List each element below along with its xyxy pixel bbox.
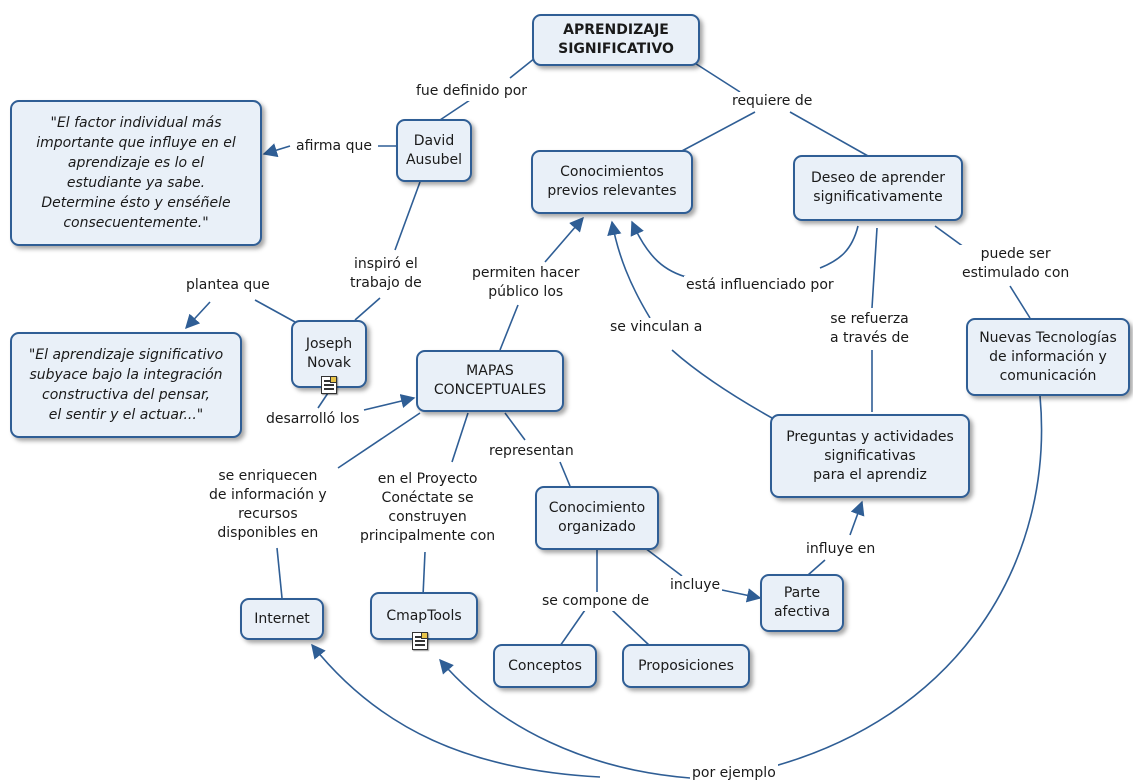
label-inspiro-trabajo: inspiró el trabajo de <box>348 255 424 293</box>
label-por-ejemplo: por ejemplo <box>690 764 778 783</box>
line-deseo-refuerza <box>871 227 878 309</box>
document-icon-novak[interactable] <box>321 376 337 394</box>
label-se-compone-de: se compone de <box>540 592 652 611</box>
label-afirma-que: afirma que <box>294 137 374 156</box>
node-internet[interactable]: Internet <box>240 598 324 640</box>
line-requiere-conocimientos <box>679 111 756 153</box>
line-mapas-permiten <box>499 304 519 351</box>
node-quote-ausubel[interactable]: "El factor individual más importante que… <box>10 100 262 246</box>
line-compone-proposiciones <box>611 609 651 647</box>
line-novak-plantea <box>254 299 296 323</box>
label-proyecto-conectate: en el Proyecto Conéctate se construyen p… <box>358 470 498 546</box>
node-conocimientos-previos[interactable]: Conocimientos previos relevantes <box>531 150 693 214</box>
line-vinculan-conocimientos <box>607 220 651 319</box>
node-conceptos[interactable]: Conceptos <box>493 644 597 688</box>
line-requiere-deseo <box>789 111 869 157</box>
line-nuevas-por-ejemplo <box>759 395 1043 771</box>
node-quote-novak[interactable]: "El aprendizaje significativo subyace ba… <box>10 332 242 438</box>
label-influye-en: influye en <box>804 540 878 559</box>
label-se-enriquecen: se enriquecen de información y recursos … <box>207 467 329 543</box>
line-fue-definido-ausubel <box>439 99 471 121</box>
node-proposiciones[interactable]: Proposiciones <box>622 644 750 688</box>
line-afirma-quote <box>262 143 291 158</box>
label-requiere-de: requiere de <box>730 92 815 111</box>
line-representan-conocimiento <box>559 461 571 487</box>
line-parte-influye <box>807 559 826 576</box>
line-plantea-quote <box>185 301 211 330</box>
node-parte-afectiva[interactable]: Parte afectiva <box>760 574 844 632</box>
line-deseo-influenciado <box>819 225 859 269</box>
line-influye-preguntas <box>849 500 865 536</box>
label-se-refuerza: se refuerza a través de <box>828 310 911 348</box>
document-icon-cmaptools[interactable] <box>412 632 428 650</box>
label-fue-definido-por: fue definido por <box>414 82 530 101</box>
line-por-ejemplo-internet <box>311 643 601 778</box>
line-permiten-conocimientos <box>544 216 584 263</box>
node-mapas-conceptuales[interactable]: MAPAS CONCEPTUALES <box>416 350 564 412</box>
node-nuevas-tecnologias[interactable]: Nuevas Tecnologías de información y comu… <box>966 318 1130 396</box>
line-preguntas-vinculan <box>671 349 773 419</box>
line-puede-nuevas <box>1009 285 1031 319</box>
line-aprendizaje-requiere <box>689 59 741 93</box>
label-desarrollo-los: desarrolló los <box>264 410 362 429</box>
node-deseo-aprender[interactable]: Deseo de aprender significativamente <box>793 155 963 221</box>
label-se-vinculan: se vinculan a <box>608 318 705 337</box>
line-mapas-representan <box>504 412 526 441</box>
line-inspiro-novak <box>354 297 381 321</box>
label-representan: representan <box>487 442 576 461</box>
line-influenciado-conocimientos <box>630 220 691 279</box>
line-ausubel-inspiro <box>394 181 421 251</box>
node-david-ausubel[interactable]: David Ausubel <box>396 119 472 182</box>
node-aprendizaje-significativo[interactable]: APRENDIZAJE SIGNIFICATIVO <box>532 14 700 66</box>
line-incluye-parte <box>721 588 762 603</box>
line-compone-conceptos <box>559 609 586 647</box>
node-conocimiento-organizado[interactable]: Conocimiento organizado <box>535 486 659 550</box>
line-enriquecen-internet <box>276 547 283 599</box>
line-proyecto-cmaptools <box>422 551 426 597</box>
label-incluye: incluye <box>668 576 723 595</box>
line-mapas-proyecto <box>451 412 469 463</box>
line-mapas-enriquecen <box>337 412 421 469</box>
line-conocimiento-incluye <box>644 547 683 577</box>
label-influenciado-por: está influenciado por <box>684 276 836 295</box>
line-por-ejemplo-cmaptools <box>439 658 691 779</box>
label-puede-ser: puede ser estimulado con <box>960 245 1072 283</box>
line-desarrollo-mapas <box>363 394 416 411</box>
label-plantea-que: plantea que <box>184 276 272 295</box>
label-permiten-hacer: permiten hacer público los <box>470 264 582 302</box>
node-preguntas-actividades[interactable]: Preguntas y actividades significativas p… <box>770 414 970 498</box>
